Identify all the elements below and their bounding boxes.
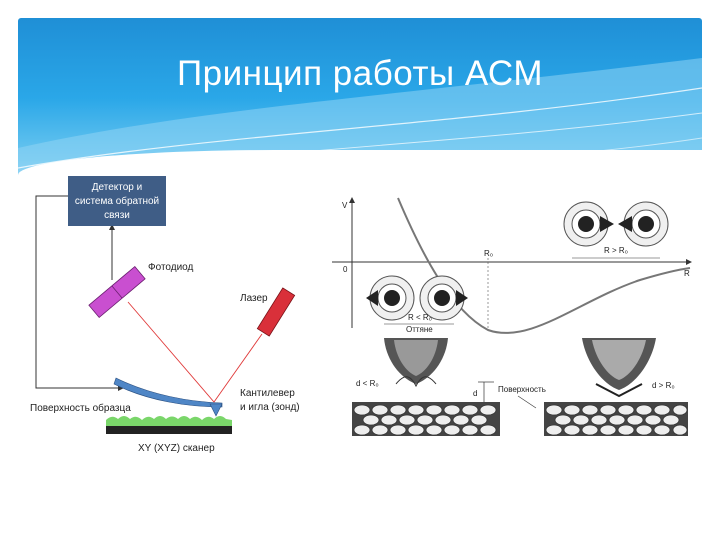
- d-mark: d: [473, 389, 477, 398]
- detector-box: [68, 176, 166, 226]
- d-less-label: d < R₀: [356, 379, 379, 388]
- repulsion-atoms: [563, 201, 669, 247]
- detector-label-line1: Детектор и: [92, 182, 142, 193]
- atomic-surface-right: [544, 402, 688, 436]
- r0-label: R₀: [484, 249, 493, 258]
- tip-far: [582, 338, 656, 398]
- slide-title: Принцип работы АСМ: [177, 54, 543, 93]
- laser-beam: [127, 301, 263, 403]
- potential-curve: [397, 197, 691, 335]
- d-greater-label: d > R₀: [652, 381, 675, 390]
- scanner-stage: [106, 426, 232, 434]
- origin-label: 0: [343, 265, 348, 274]
- detector-label-line2: система обратной: [75, 195, 159, 207]
- sample-surface-label: Поверхность образца: [30, 402, 131, 414]
- attraction-label: R < R₀: [408, 313, 432, 322]
- sample-surface: [106, 416, 232, 426]
- laser-label: Лазер: [240, 293, 268, 304]
- cantilever-label-line2: и игла (зонд): [240, 402, 300, 413]
- tip-close: [384, 338, 448, 388]
- attraction-atoms: [366, 275, 468, 321]
- detector-label-line3: связи: [104, 210, 130, 221]
- atomic-surface-left: [352, 402, 500, 436]
- probe-tip: [209, 403, 223, 417]
- photodiode: [88, 266, 146, 318]
- axis-r-label: R: [684, 269, 690, 278]
- attraction-caption: Оттяне: [406, 325, 433, 334]
- photodiode-label: Фотодиод: [148, 262, 194, 273]
- scanner-label: XY (XYZ) сканер: [138, 443, 215, 454]
- surface-label: Поверхность: [498, 385, 546, 394]
- axis-v-label: V: [342, 201, 348, 210]
- cantilever-label-line1: Кантилевер: [240, 388, 295, 399]
- laser: [256, 287, 296, 337]
- repulsion-label: R > R₀: [604, 246, 628, 255]
